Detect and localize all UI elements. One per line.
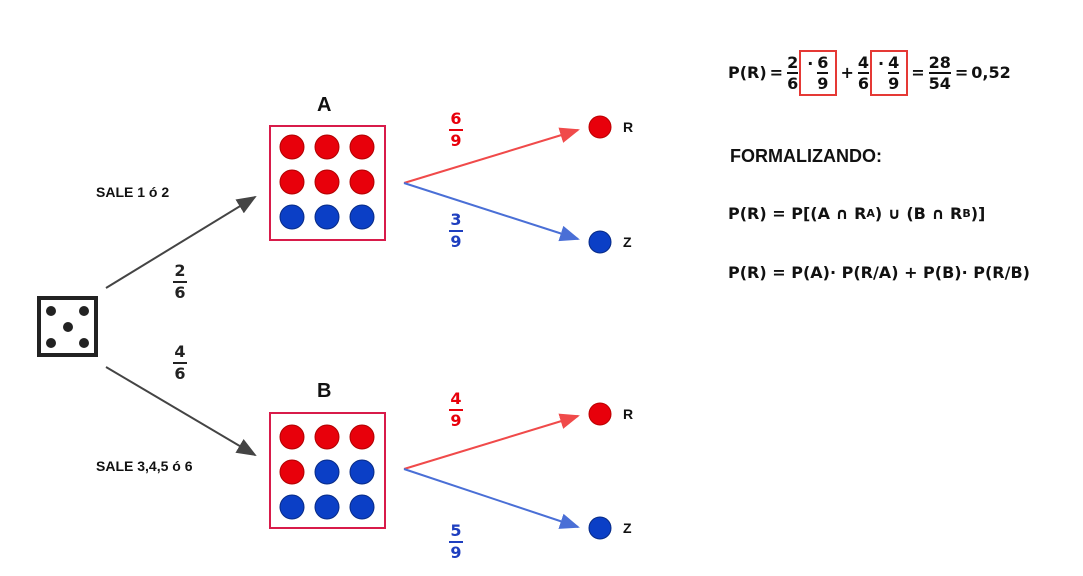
urn-a-blue-ball	[349, 204, 375, 230]
formal-line-1-part-1: P(R) = P[(A ∩ R	[728, 204, 867, 223]
outcome-a-red-ball	[588, 115, 612, 139]
outcome-a-blue-ball	[588, 230, 612, 254]
formula-frac-1-den: 6	[787, 73, 799, 93]
prob-a-blue-num: 3	[450, 210, 462, 229]
urn-a-blue-ball	[279, 204, 305, 230]
urn-b-balls	[279, 424, 375, 520]
urn-b-red-ball	[349, 424, 375, 450]
outcome-b-blue-label: Z	[623, 520, 632, 536]
prob-die-to-a-den: 6	[174, 282, 186, 302]
urn-b-blue-ball	[279, 494, 305, 520]
outcome-a-blue-label: Z	[623, 234, 632, 250]
formula-frac-2-num: 6	[817, 53, 829, 72]
formal-line-1-sub-b: B	[962, 207, 971, 220]
prob-b-red-den: 9	[450, 410, 462, 430]
formula-frac-4-num: 4	[888, 53, 900, 72]
formula-frac-1-num: 2	[787, 53, 799, 72]
prob-die-to-a-num: 2	[174, 261, 186, 280]
prob-a-red-num: 6	[450, 109, 462, 128]
condition-a-label: SALE 1 ó 2	[96, 184, 170, 200]
urn-b-blue-ball	[314, 459, 340, 485]
formula-lhs: P(R)	[728, 63, 767, 83]
formal-line-1-part-3: )]	[970, 204, 986, 223]
urn-b-label: B	[317, 380, 332, 402]
formal-line-1-part-2: ) ∪ (B ∩ R	[874, 204, 963, 223]
formal-line-1-sub-a: A	[866, 207, 875, 220]
prob-b-blue-num: 5	[450, 521, 462, 540]
prob-die-to-b-num: 4	[174, 342, 186, 361]
urn-b-red-ball	[279, 424, 305, 450]
urn-a-balls	[279, 134, 375, 230]
prob-die-to-b-den: 6	[174, 363, 186, 383]
formula-frac-3-den: 6	[857, 73, 869, 93]
outcome-a-red-label: R	[623, 119, 634, 135]
prob-a-red-den: 9	[450, 130, 462, 150]
prob-a-blue-den: 9	[450, 231, 462, 251]
outcome-b-blue-ball	[588, 516, 612, 540]
formula-frac-2-den: 9	[817, 73, 829, 93]
formal-line-2: P(R) = P(A)· P(R/A) + P(B)· P(R/B)	[728, 263, 1030, 282]
urn-b-blue-ball	[349, 494, 375, 520]
outcome-b-red-label: R	[623, 406, 634, 422]
urn-a-red-ball	[349, 169, 375, 195]
branch-b-to-red	[403, 413, 580, 470]
urn-a-red-ball	[279, 134, 305, 160]
urn-a-red-ball	[314, 134, 340, 160]
formula-result: 0,52	[971, 63, 1011, 83]
branch-die-to-b	[105, 366, 257, 457]
outcome-b-red-ball	[588, 402, 612, 426]
urn-a-blue-ball	[314, 204, 340, 230]
urn-a-red-ball	[279, 169, 305, 195]
formula-frac-5-num: 28	[928, 53, 951, 72]
formula-frac-3-num: 4	[857, 53, 869, 72]
urn-b-blue-ball	[349, 459, 375, 485]
urn-b-red-ball	[314, 424, 340, 450]
formula-frac-5-den: 54	[928, 73, 951, 93]
branch-b-to-blue	[403, 468, 580, 529]
prob-b-blue-den: 9	[450, 542, 462, 562]
prob-b-red-num: 4	[450, 389, 462, 408]
formula-frac-4-den: 9	[888, 73, 900, 93]
urn-b-blue-ball	[314, 494, 340, 520]
die-five-icon	[37, 296, 98, 357]
urn-b-red-ball	[279, 459, 305, 485]
branch-a-to-blue	[403, 182, 580, 242]
condition-b-label: SALE 3,4,5 ó 6	[96, 458, 193, 474]
branch-a-to-red	[403, 127, 580, 184]
urn-a-red-ball	[314, 169, 340, 195]
urn-a-red-ball	[349, 134, 375, 160]
urn-a-label: A	[317, 94, 332, 116]
branch-die-to-a	[105, 195, 257, 289]
formalizing-heading: FORMALIZANDO:	[730, 146, 882, 166]
